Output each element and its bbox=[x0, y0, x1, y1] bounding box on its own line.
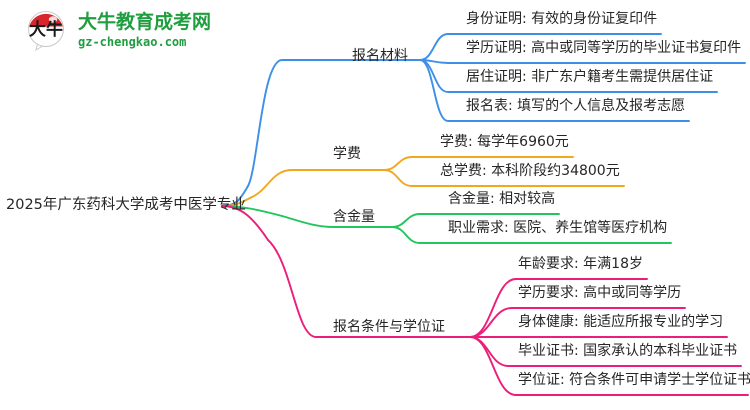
leaf-education-requirement[interactable]: 学历要求: 高中或同等学历 bbox=[518, 285, 682, 301]
daniu-badge-icon: 大牛 bbox=[24, 8, 72, 52]
leaf-career-demand[interactable]: 职业需求: 医院、养生馆等医疗机构 bbox=[448, 220, 668, 236]
leaf-residence-proof[interactable]: 居住证明: 非广东户籍考生需提供居住证 bbox=[466, 69, 714, 85]
logo-text-block: 大牛教育成考网 gz-chengkao.com bbox=[78, 10, 212, 49]
branch-label-value[interactable]: 含金量 bbox=[333, 209, 375, 225]
leaf-id-proof[interactable]: 身份证明: 有效的身份证复印件 bbox=[466, 11, 658, 27]
leaf-degree-certificate[interactable]: 学位证: 符合条件可申请学士学位证书 bbox=[518, 372, 750, 388]
site-logo: 大牛 大牛教育成考网 gz-chengkao.com bbox=[24, 8, 211, 52]
logo-subtitle: gz-chengkao.com bbox=[78, 34, 187, 49]
leaf-value-level[interactable]: 含金量: 相对较高 bbox=[448, 191, 556, 207]
leaf-annual-tuition[interactable]: 学费: 每学年6960元 bbox=[440, 134, 569, 150]
leaf-total-tuition[interactable]: 总学费: 本科阶段约34800元 bbox=[440, 163, 620, 179]
leaf-health-requirement[interactable]: 身体健康: 能适应所报专业的学习 bbox=[518, 314, 724, 330]
mindmap-root-node[interactable]: 2025年广东药科大学成考中医学专业 bbox=[6, 197, 246, 213]
leaf-application-form[interactable]: 报名表: 填写的个人信息及报考志愿 bbox=[466, 98, 686, 114]
branch-label-tuition[interactable]: 学费 bbox=[333, 146, 361, 162]
branch1-spine bbox=[247, 59, 421, 187]
branch-label-registration-materials[interactable]: 报名材料 bbox=[352, 48, 408, 64]
svg-text:大牛: 大牛 bbox=[29, 19, 63, 40]
branch-label-requirements-degree[interactable]: 报名条件与学位证 bbox=[333, 319, 445, 335]
leaf-age-requirement[interactable]: 年龄要求: 年满18岁 bbox=[518, 256, 643, 272]
logo-title: 大牛教育成考网 bbox=[78, 10, 212, 33]
leaf-education-proof[interactable]: 学历证明: 高中或同等学历的毕业证书复印件 bbox=[466, 40, 742, 56]
branch2-spine bbox=[251, 169, 385, 198]
leaf-graduation-certificate[interactable]: 毕业证书: 国家承认的本科毕业证书 bbox=[518, 343, 738, 359]
branch1-leaf2-link bbox=[419, 59, 746, 64]
